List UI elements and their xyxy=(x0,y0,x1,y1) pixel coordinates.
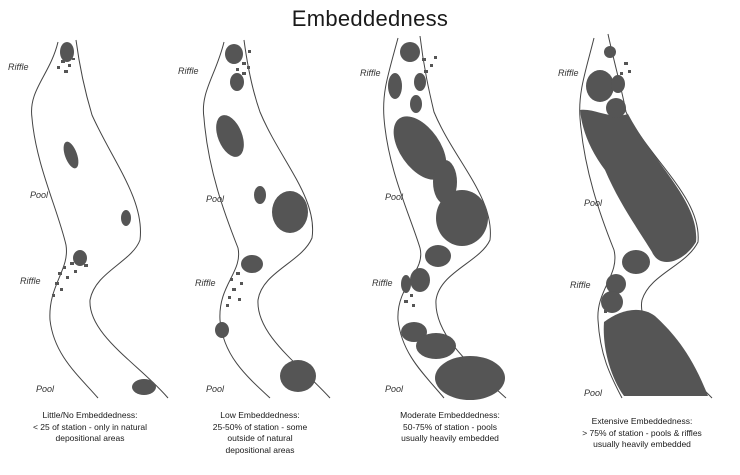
cobble xyxy=(254,186,266,204)
riffle-label: Riffle xyxy=(570,280,591,290)
caption-line: > 75% of station - pools & riffles xyxy=(582,427,702,438)
gravel xyxy=(242,62,246,65)
cobble xyxy=(132,379,156,395)
stream-left-bank xyxy=(202,41,271,399)
caption-line: outside of natural xyxy=(227,433,293,443)
embedded-fines xyxy=(603,309,708,396)
caption-heading: Low Embeddedness: xyxy=(220,410,300,420)
cobble xyxy=(215,322,229,338)
cobble xyxy=(388,73,402,99)
pool-label: Pool xyxy=(36,384,55,394)
cobble xyxy=(604,46,616,58)
caption-line: < 25 of station - only in natural xyxy=(32,421,148,432)
cobble xyxy=(241,255,263,273)
cobble xyxy=(414,73,426,91)
cobble xyxy=(121,210,131,226)
cobble xyxy=(611,75,625,93)
cobble xyxy=(63,141,79,169)
riffle-label: Riffle xyxy=(8,62,29,72)
stream-right-bank xyxy=(75,39,169,399)
caption-little-embeddedness: Little/No Embeddedness: < 25 of station … xyxy=(0,410,180,445)
cobble xyxy=(60,42,74,62)
pool-label: Pool xyxy=(584,198,603,208)
pool-label: Pool xyxy=(206,194,225,204)
caption-line: 50-75% of station - pools xyxy=(402,421,498,432)
caption-line: depositional areas xyxy=(55,433,125,443)
cobble xyxy=(622,250,650,274)
cobble xyxy=(230,73,244,91)
cobble xyxy=(425,245,451,267)
cobble xyxy=(435,356,505,400)
pool-label: Pool xyxy=(206,384,225,394)
riffle-label: Riffle xyxy=(372,278,393,288)
riffle-label: Riffle xyxy=(20,276,41,286)
caption-heading: Little/No Embeddedness: xyxy=(42,410,138,420)
panel-extensive-embeddedness xyxy=(579,33,713,399)
substrate-deposits xyxy=(52,42,156,395)
stream-right-bank xyxy=(243,39,331,399)
caption-heading: Extensive Embeddedness: xyxy=(591,416,693,426)
cobble xyxy=(606,98,626,118)
cobble xyxy=(401,275,411,293)
caption-heading: Moderate Embeddedness: xyxy=(400,410,500,420)
cobble xyxy=(410,268,430,292)
cobble xyxy=(225,44,243,64)
cobble xyxy=(73,250,87,266)
cobble xyxy=(601,291,623,313)
riffle-label: Riffle xyxy=(558,68,579,78)
gravel xyxy=(61,60,65,63)
pool-label: Pool xyxy=(385,384,404,394)
cobble xyxy=(436,190,488,246)
embedded-fines xyxy=(580,109,697,263)
cobble xyxy=(393,116,447,180)
panel-moderate-embeddedness xyxy=(383,35,507,400)
panel-little-embeddedness xyxy=(31,39,169,399)
cobble xyxy=(606,274,626,294)
cobble xyxy=(272,191,308,233)
caption-low-embeddedness: Low Embeddedness: 25-50% of station - so… xyxy=(170,410,350,456)
riffle-label: Riffle xyxy=(360,68,381,78)
cobble xyxy=(416,333,456,359)
caption-line: 25-50% of station - some xyxy=(212,421,308,432)
cobble xyxy=(401,322,427,342)
cobble xyxy=(216,115,244,157)
caption-moderate-embeddedness: Moderate Embeddedness: 50-75% of station… xyxy=(360,410,540,445)
cobble xyxy=(586,70,614,102)
diagram-title: Embeddedness xyxy=(291,6,449,31)
pool-label: Pool xyxy=(584,388,603,398)
substrate-deposits xyxy=(215,44,316,392)
caption-line: usually heavily embedded xyxy=(593,439,691,449)
riffle-label: Riffle xyxy=(178,66,199,76)
cobble xyxy=(410,95,422,113)
stream-left-bank xyxy=(383,37,445,399)
caption-line: depositional areas xyxy=(225,444,295,455)
substrate-deposits xyxy=(388,42,505,400)
pool-label: Pool xyxy=(385,192,404,202)
substrate-deposits xyxy=(580,46,708,396)
panel-low-embeddedness xyxy=(202,39,331,399)
riffle-label: Riffle xyxy=(195,278,216,288)
caption-line: usually heavily embedded xyxy=(401,433,499,443)
stream-left-bank xyxy=(31,41,99,399)
cobble xyxy=(400,42,420,62)
gravel xyxy=(624,62,628,65)
stream-left-bank xyxy=(579,37,623,399)
gravel xyxy=(422,58,426,61)
caption-extensive-embeddedness: Extensive Embeddedness: > 75% of station… xyxy=(552,416,732,451)
cobble xyxy=(280,360,316,392)
pool-label: Pool xyxy=(30,190,49,200)
